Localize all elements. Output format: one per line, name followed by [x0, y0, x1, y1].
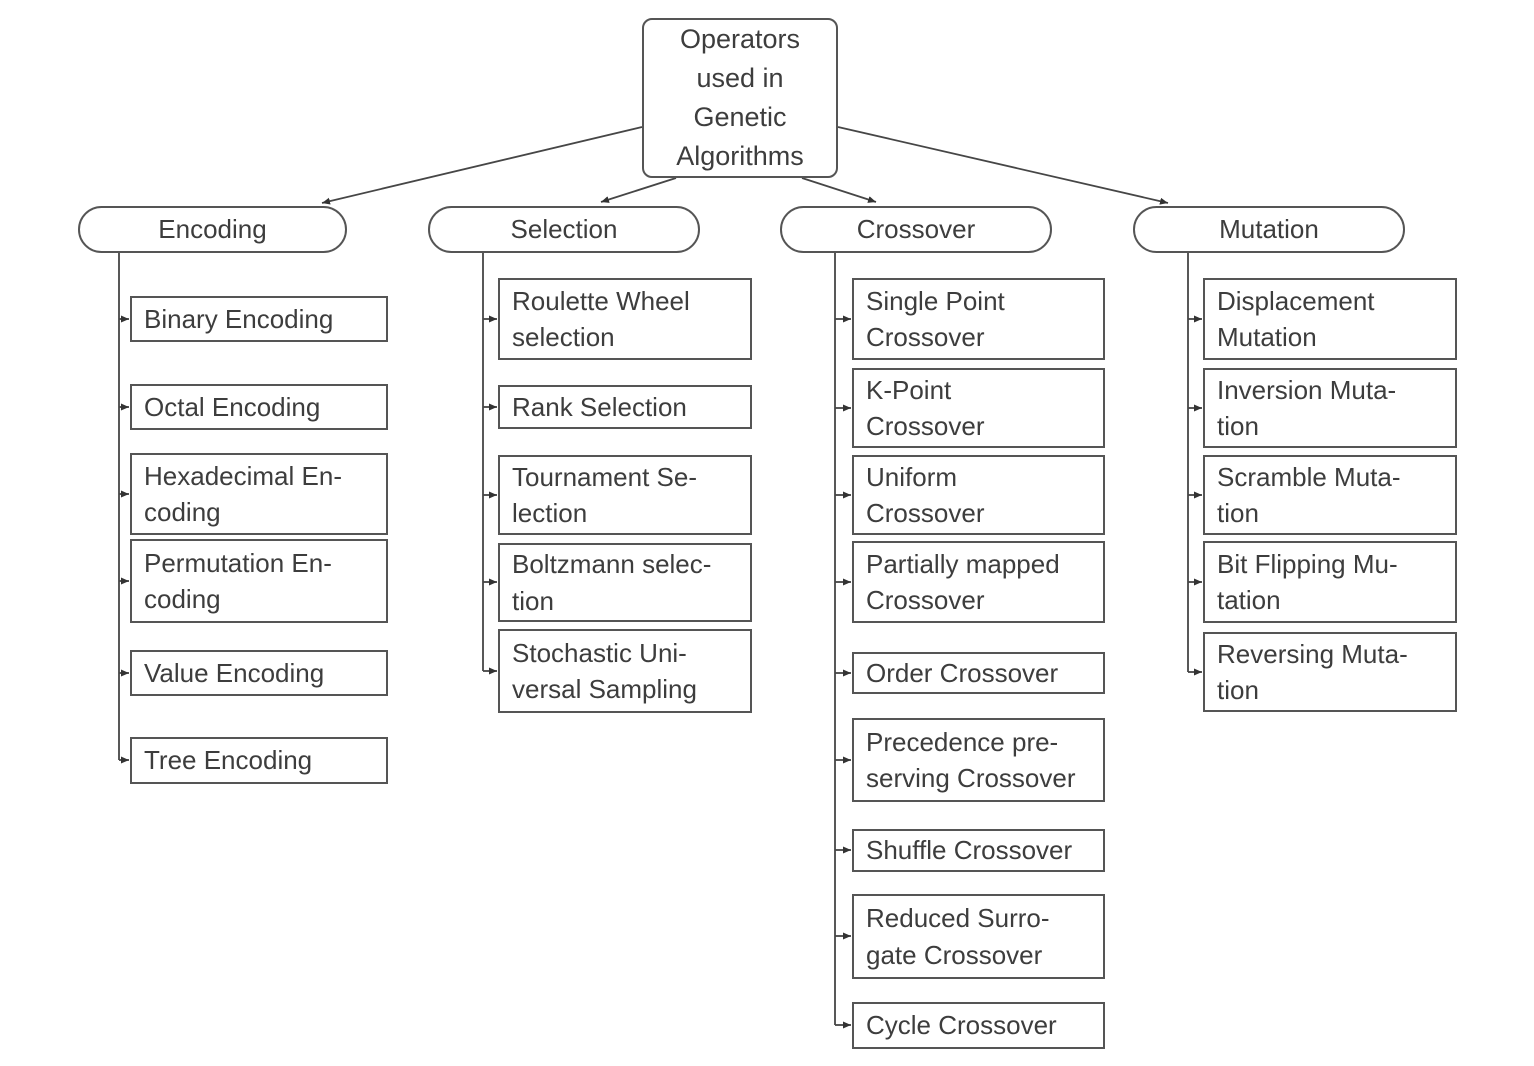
node-label: Tree Encoding — [144, 745, 313, 776]
node-label: Reduced Surro- gate Crossover — [866, 903, 1050, 970]
branch-header-crossover: Crossover — [780, 206, 1052, 253]
node-permutation-encoding: Permutation En- coding — [130, 539, 388, 623]
node-uniform-crossover: Uniform Crossover — [852, 455, 1105, 535]
branch-label: Selection — [510, 214, 618, 245]
node-octal-encoding: Octal Encoding — [130, 384, 388, 430]
node-label: Displacement Mutation — [1217, 285, 1375, 352]
branch-header-selection: Selection — [428, 206, 700, 253]
root-node-label: Operators used in Genetic Algorithms — [676, 23, 804, 172]
encoding-branch-connectors — [118, 252, 129, 764]
node-label: Cycle Crossover — [866, 1010, 1057, 1041]
node-partially-mapped-crossover: Partially mapped Crossover — [852, 541, 1105, 623]
node-label: Precedence pre- serving Crossover — [866, 726, 1076, 793]
branch-header-mutation: Mutation — [1133, 206, 1405, 253]
node-rank-selection: Rank Selection — [498, 385, 752, 429]
node-k-point-crossover: K-Point Crossover — [852, 368, 1105, 448]
node-label: Inversion Muta- tion — [1217, 374, 1397, 441]
node-value-encoding: Value Encoding — [130, 650, 388, 696]
node-scramble-mutation: Scramble Muta- tion — [1203, 455, 1457, 535]
node-label: Scramble Muta- tion — [1217, 461, 1401, 528]
node-label: Stochastic Uni- versal Sampling — [512, 637, 697, 704]
node-tournament-selection: Tournament Se- lection — [498, 455, 752, 535]
node-boltzmann-selection: Boltzmann selec- tion — [498, 543, 752, 622]
selection-branch-connectors — [482, 252, 497, 675]
branch-header-encoding: Encoding — [78, 206, 347, 253]
node-reversing-mutation: Reversing Muta- tion — [1203, 632, 1457, 712]
node-precedence-preserving-crossover: Precedence pre- serving Crossover — [852, 718, 1105, 802]
node-shuffle-crossover: Shuffle Crossover — [852, 829, 1105, 872]
node-label: K-Point Crossover — [866, 374, 985, 441]
node-label: Binary Encoding — [144, 303, 334, 334]
node-hexadecimal-encoding: Hexadecimal En- coding — [130, 453, 388, 535]
node-label: Hexadecimal En- coding — [144, 460, 342, 527]
node-label: Rank Selection — [512, 391, 687, 422]
root-to-branch-arrows — [321, 126, 1169, 205]
node-label: Reversing Muta- tion — [1217, 638, 1408, 705]
node-label: Shuffle Crossover — [866, 835, 1073, 866]
branch-label: Encoding — [158, 214, 267, 245]
node-label: Octal Encoding — [144, 391, 321, 422]
node-reduced-surrogate-crossover: Reduced Surro- gate Crossover — [852, 894, 1105, 979]
crossover-branch-connectors — [834, 252, 851, 1029]
node-order-crossover: Order Crossover — [852, 652, 1105, 694]
node-bit-flipping-mutation: Bit Flipping Mu- tation — [1203, 541, 1457, 623]
mutation-branch-connectors — [1187, 252, 1202, 676]
node-label: Permutation En- coding — [144, 547, 332, 614]
node-label: Single Point Crossover — [866, 285, 1005, 352]
node-label: Uniform Crossover — [866, 461, 985, 528]
node-label: Boltzmann selec- tion — [512, 549, 712, 616]
node-single-point-crossover: Single Point Crossover — [852, 278, 1105, 360]
node-label: Bit Flipping Mu- tation — [1217, 548, 1398, 615]
node-binary-encoding: Binary Encoding — [130, 296, 388, 342]
node-inversion-mutation: Inversion Muta- tion — [1203, 368, 1457, 448]
node-label: Roulette Wheel selection — [512, 285, 690, 352]
branch-label: Crossover — [856, 214, 976, 245]
node-cycle-crossover: Cycle Crossover — [852, 1002, 1105, 1049]
node-tree-encoding: Tree Encoding — [130, 737, 388, 784]
node-roulette-wheel-selection: Roulette Wheel selection — [498, 278, 752, 360]
root-node-operators: Operators used in Genetic Algorithms — [642, 18, 838, 178]
node-displacement-mutation: Displacement Mutation — [1203, 278, 1457, 360]
node-label: Value Encoding — [144, 657, 325, 688]
node-label: Order Crossover — [866, 657, 1059, 688]
node-label: Tournament Se- lection — [512, 461, 697, 528]
node-stochastic-universal-sampling: Stochastic Uni- versal Sampling — [498, 629, 752, 713]
branch-label: Mutation — [1219, 214, 1319, 245]
node-label: Partially mapped Crossover — [866, 548, 1060, 615]
